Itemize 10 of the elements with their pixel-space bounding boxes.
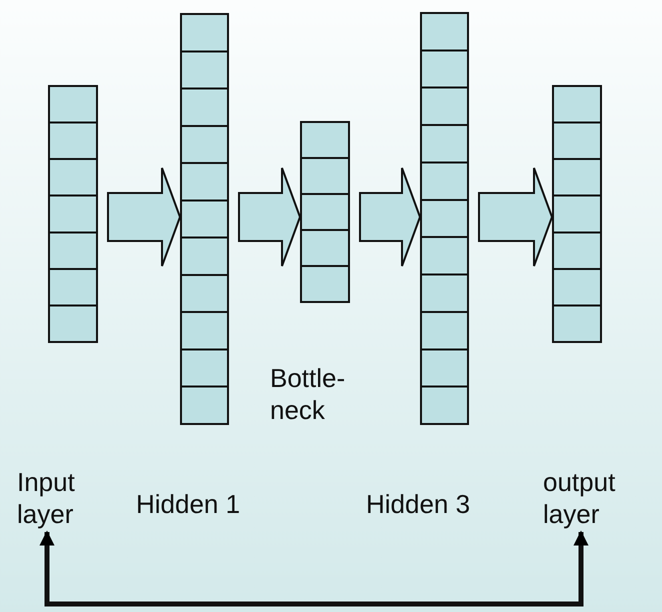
connector-arrow [40, 530, 588, 606]
block-arrow [478, 167, 554, 267]
layer-label: Hidden 1 [136, 488, 242, 520]
layer-label: Bottle- neck [270, 362, 346, 426]
block-arrow [359, 167, 422, 267]
layer-label: Input layer [17, 466, 76, 530]
block-arrow [107, 167, 182, 267]
block-arrow [238, 167, 302, 267]
layer-label: output layer [543, 466, 616, 530]
layer-label: Hidden 3 [366, 488, 472, 520]
